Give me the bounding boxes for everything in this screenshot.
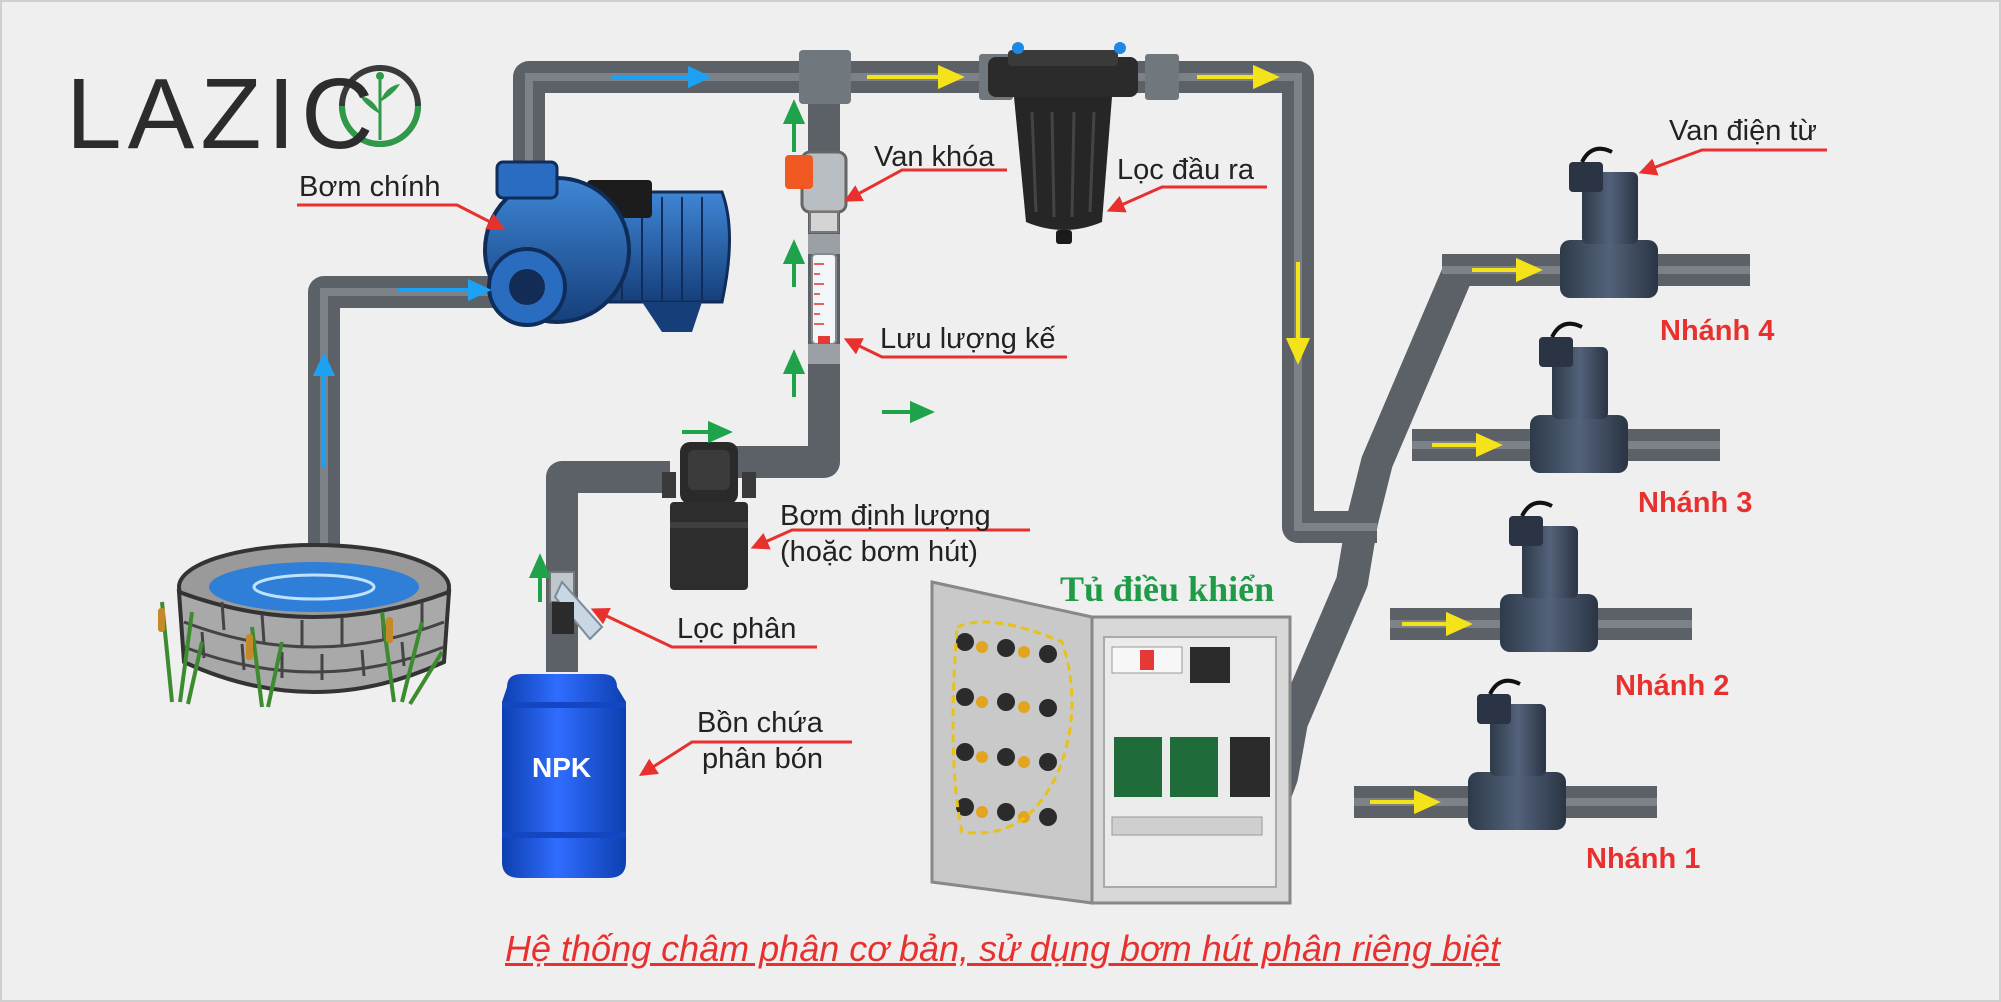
label-control-cabinet: Tủ điều khiển — [1060, 569, 1275, 609]
injection-pipe — [732, 92, 840, 478]
pointer-dosing-pump — [750, 528, 1030, 550]
mainline-flow-arrows — [867, 64, 1543, 815]
logo-leaf-icon — [339, 65, 421, 147]
flow-meter-illustration — [808, 234, 840, 364]
solenoid-valve-3 — [1530, 321, 1628, 473]
pointer-outlet-filter — [1106, 185, 1267, 213]
tank-npk-text: NPK — [532, 752, 592, 783]
well-illustration — [158, 543, 452, 708]
dosing-pump-illustration — [662, 442, 756, 590]
water-flow-arrows — [312, 65, 712, 467]
pointer-main-pump — [297, 203, 506, 230]
outlet-filter-illustration — [988, 42, 1138, 244]
ball-valve-illustration — [785, 150, 848, 233]
label-outlet-filter: Lọc đầu ra — [1117, 154, 1255, 186]
pointer-fertilizer-filter — [590, 608, 817, 649]
y-strainer-illustration — [549, 571, 604, 641]
solenoid-valve-4 — [1560, 146, 1658, 298]
branch-label-4: Nhánh 4 — [1660, 315, 1775, 347]
control-cabinet-illustration — [930, 580, 1292, 905]
well-riser-pipe — [308, 276, 502, 562]
label-main-pump: Bơm chính — [299, 171, 441, 203]
label-solenoid-valve: Van điện từ — [1669, 115, 1817, 147]
label-tank-line2: phân bón — [702, 743, 823, 775]
label-flow-meter: Lưu lượng kế — [880, 323, 1056, 355]
label-fertilizer-filter: Lọc phân — [677, 613, 797, 645]
suction-pipe — [546, 461, 670, 672]
label-tank-line1: Bồn chứa — [697, 707, 823, 739]
diagram-caption: Hệ thống châm phân cơ bản, sử dụng bơm h… — [505, 928, 1500, 969]
label-pointers — [297, 148, 1827, 776]
pointer-tank — [638, 740, 852, 776]
label-dosing-pump-line1: Bơm định lượng — [780, 500, 991, 532]
pointer-lock-valve — [843, 168, 1007, 202]
fertilizer-tank-illustration — [502, 674, 626, 878]
pipe-coupling — [1145, 54, 1179, 100]
label-dosing-pump-line2: (hoặc bơm hút) — [780, 536, 978, 568]
solenoid-valve-2 — [1500, 500, 1598, 652]
brand-logo: LAZIC — [66, 58, 380, 170]
main-pump-illustration — [483, 160, 731, 332]
branch-label-1: Nhánh 1 — [1586, 843, 1701, 875]
branch-label-2: Nhánh 2 — [1615, 670, 1730, 702]
pointer-solenoid-valve — [1638, 148, 1827, 176]
label-lock-valve: Van khóa — [874, 141, 995, 173]
fertilizer-flow-arrows — [528, 99, 935, 602]
pipe-coupling — [799, 50, 851, 104]
branch-label-3: Nhánh 3 — [1638, 487, 1753, 519]
main-line-pipe — [1162, 61, 1377, 543]
solenoid-valve-1 — [1468, 678, 1566, 830]
pointer-flow-meter — [843, 338, 1067, 359]
